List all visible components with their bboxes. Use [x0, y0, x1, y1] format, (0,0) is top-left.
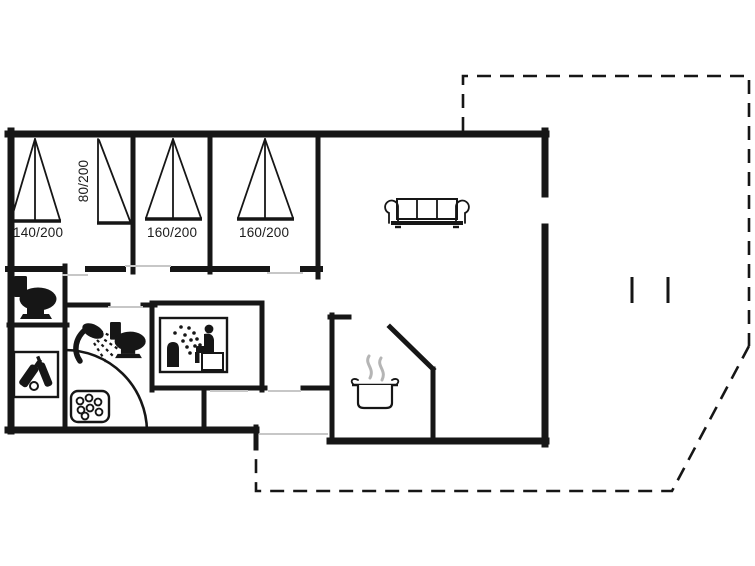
bed-160-a-symbol — [145, 138, 202, 221]
bottles-icon — [12, 350, 60, 399]
terrace-step-marks — [630, 277, 670, 303]
bed-80-symbol — [97, 138, 131, 225]
bed-80-label: 80/200 — [76, 160, 91, 203]
sauna-icon — [158, 316, 229, 374]
whirlpool-icon — [64, 348, 149, 432]
bath-toilet-icon — [110, 322, 146, 359]
door-openings — [62, 265, 328, 435]
guest-toilet-icon — [14, 276, 57, 319]
sofa-icon — [384, 198, 470, 229]
terrace-outline — [254, 74, 751, 493]
cooking-pot-icon — [350, 354, 400, 410]
bed-140-label: 140/200 — [13, 225, 63, 240]
bed-140-symbol — [10, 138, 61, 223]
bed-160-b-symbol — [237, 138, 294, 221]
interior-walls — [5, 132, 437, 444]
outer-walls — [4, 127, 550, 451]
bed-160-b-label: 160/200 — [239, 225, 289, 240]
bed-160-a-label: 160/200 — [147, 225, 197, 240]
